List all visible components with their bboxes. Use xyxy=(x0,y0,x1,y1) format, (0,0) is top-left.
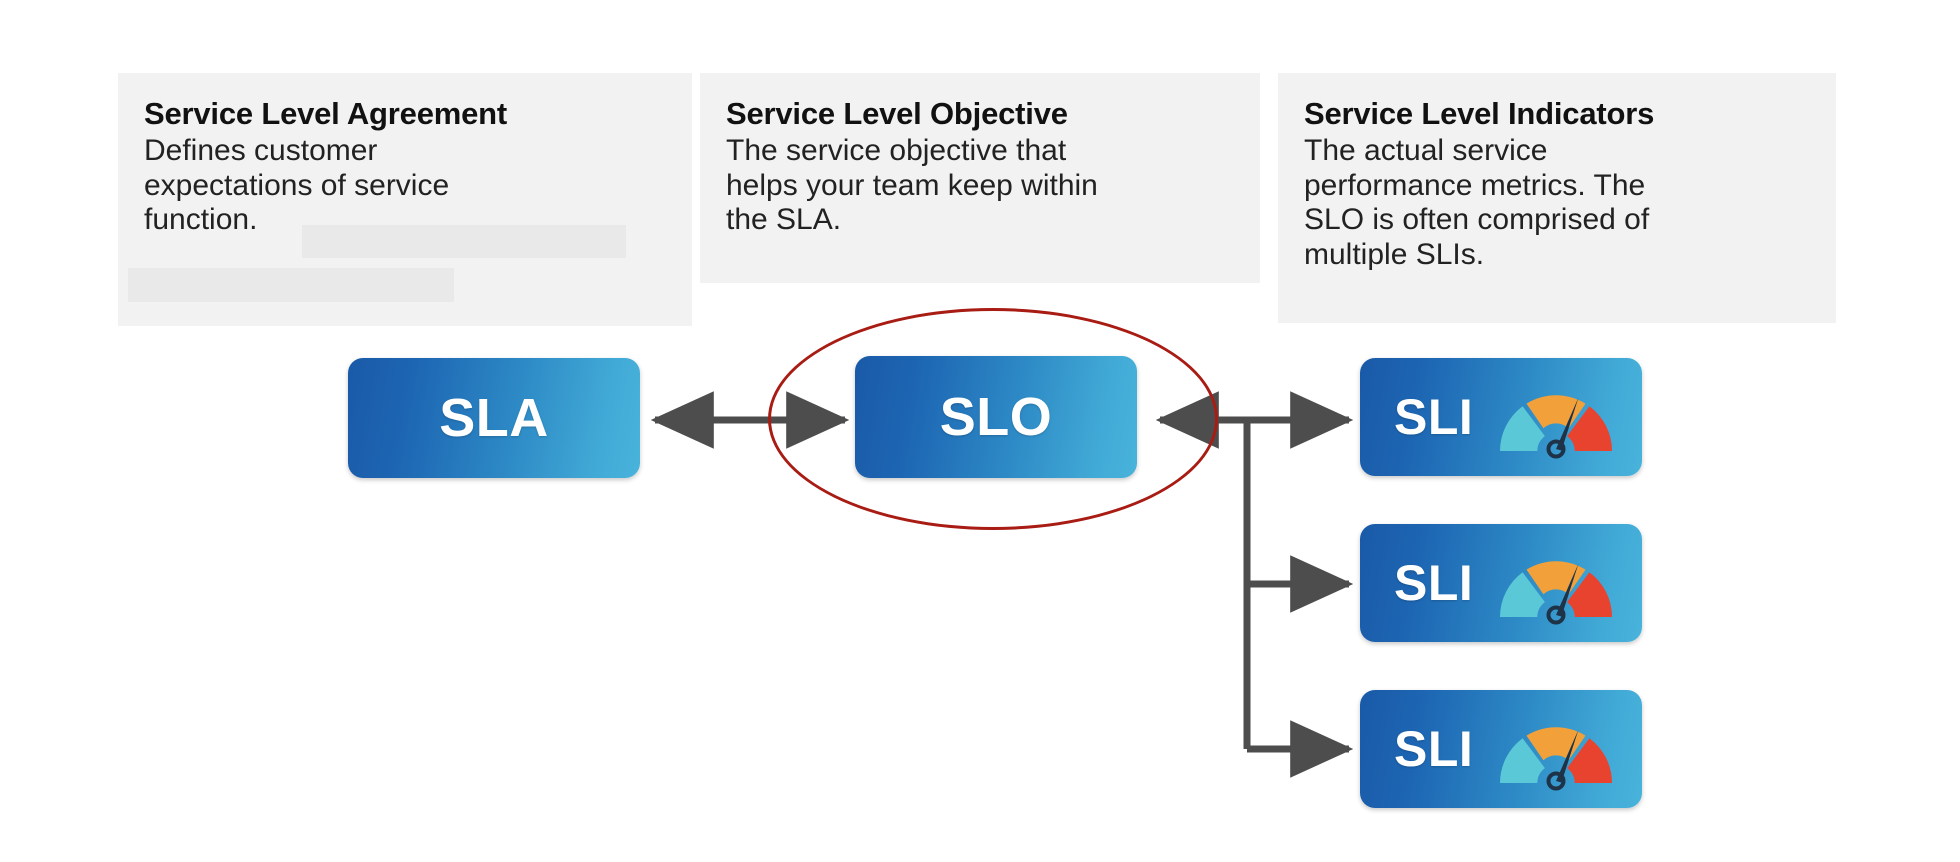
node-sli-3[interactable]: SLI xyxy=(1360,690,1642,808)
gauge-icon xyxy=(1500,561,1612,625)
node-sla[interactable]: SLA xyxy=(348,358,640,478)
gauge-icon xyxy=(1500,395,1612,459)
card-service-level-objective: Service Level Objective The service obje… xyxy=(700,73,1260,283)
placeholder-block-1 xyxy=(302,225,626,258)
card-title: Service Level Objective xyxy=(726,96,1068,131)
card-title: Service Level Indicators xyxy=(1304,96,1655,131)
node-slo-label: SLO xyxy=(939,387,1053,447)
node-sli-2[interactable]: SLI xyxy=(1360,524,1642,642)
card-body: Defines customer expectations of service… xyxy=(144,133,450,237)
gauge-icon xyxy=(1500,727,1612,791)
node-slo[interactable]: SLO xyxy=(855,356,1137,478)
card-body: The actual service performance metrics. … xyxy=(1304,133,1650,272)
card-body: The service objective that helps your te… xyxy=(726,133,1098,237)
card-title: Service Level Agreement xyxy=(144,96,507,131)
node-sli-1-label: SLI xyxy=(1394,389,1474,445)
node-sli-1[interactable]: SLI xyxy=(1360,358,1642,476)
node-sla-label: SLA xyxy=(439,388,549,448)
node-sli-2-label: SLI xyxy=(1394,555,1474,611)
placeholder-block-2 xyxy=(128,268,454,302)
card-service-level-indicators: Service Level Indicators The actual serv… xyxy=(1278,73,1836,323)
node-sli-3-label: SLI xyxy=(1394,721,1474,777)
